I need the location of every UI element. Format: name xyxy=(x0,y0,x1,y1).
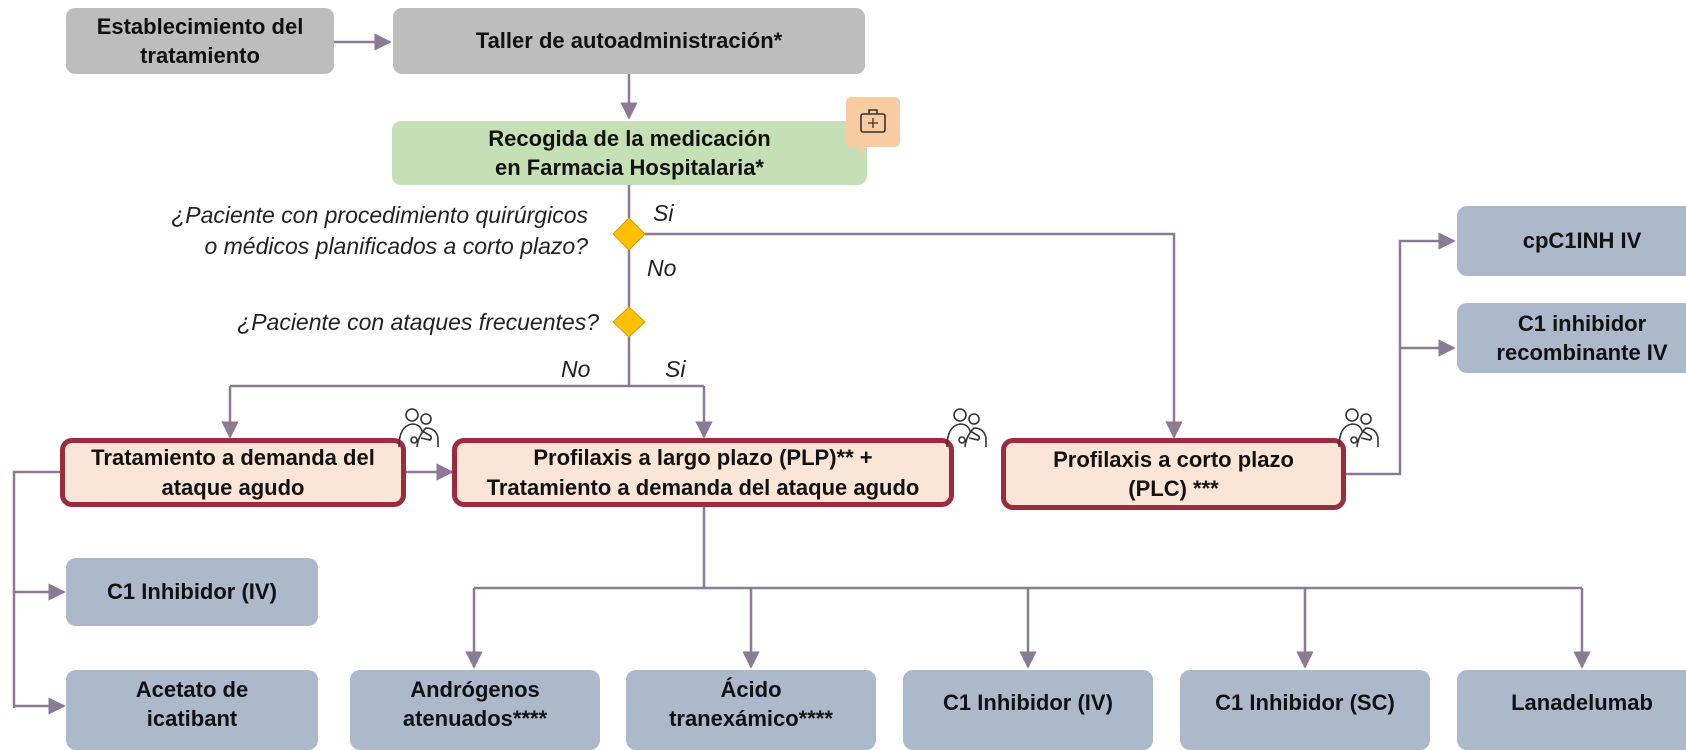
doctor-patient-icon xyxy=(393,404,445,450)
question-frequent-attacks: ¿Paciente con ataques frecuentes? xyxy=(237,309,599,335)
option-plp-lanadelumab: Lanadelumab xyxy=(1457,670,1686,750)
step-taller: Taller de autoadministración* xyxy=(393,8,865,74)
medical-kit-icon xyxy=(846,97,900,156)
option-demanda-c1-inhibidor-iv: C1 Inhibidor (IV) xyxy=(66,558,318,626)
decision-diamond-q1 xyxy=(612,217,646,251)
doctor-patient-icon xyxy=(1333,404,1385,450)
treatment-plp: Profilaxis a largo plazo (PLP)** + Trata… xyxy=(452,438,954,507)
label-q1-no: No xyxy=(647,255,677,281)
option-plp-c1-inhibidor-sc: C1 Inhibidor (SC) xyxy=(1180,670,1430,750)
treatment-demanda: Tratamiento a demanda del ataque agudo xyxy=(60,438,406,507)
label-q2-no: No xyxy=(561,356,591,382)
option-plc-c1-inhibidor-recombinante: C1 inhibidor recombinante IV xyxy=(1457,303,1686,373)
option-plp-c1-inhibidor-iv: C1 Inhibidor (IV) xyxy=(903,670,1153,750)
question-planned-procedure: ¿Paciente con procedimiento quirúrgicos … xyxy=(171,202,588,260)
option-plp-acido-tranexamico: Ácido tranexámico**** xyxy=(626,670,876,750)
label-q1-yes: Si xyxy=(653,200,674,226)
label-q2-yes: Si xyxy=(665,356,686,382)
decision-diamond-q2 xyxy=(612,306,646,338)
treatment-plc: Profilaxis a corto plazo (PLC) *** xyxy=(1001,438,1346,510)
option-plp-androgenos: Andrógenos atenuados**** xyxy=(350,670,600,750)
doctor-patient-icon xyxy=(941,404,993,450)
option-plc-cpc1inh-iv: cpC1INH IV xyxy=(1457,206,1686,276)
step-recogida: Recogida de la medicación en Farmacia Ho… xyxy=(392,121,867,185)
option-demanda-acetato-icatibant: Acetato de icatibant xyxy=(66,670,318,750)
step-establecimiento: Establecimiento del tratamiento xyxy=(66,8,334,74)
